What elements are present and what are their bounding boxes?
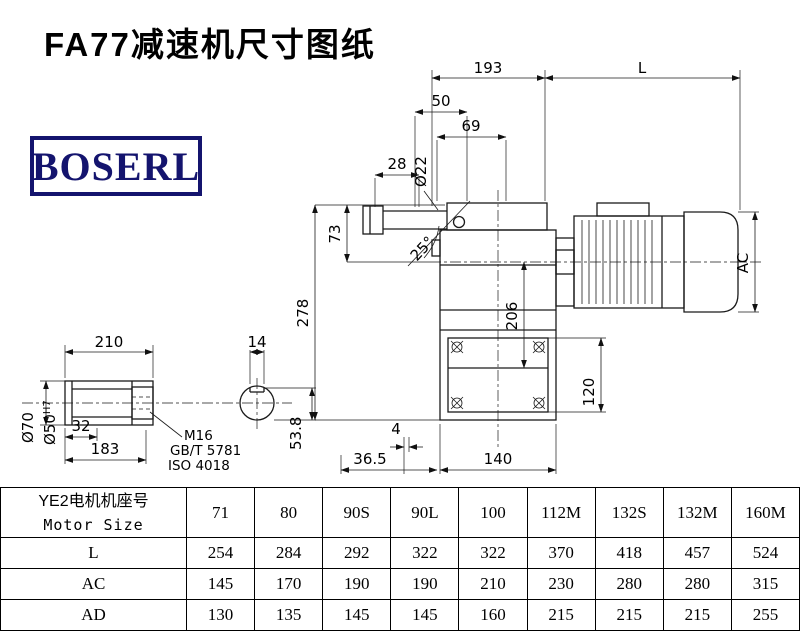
value-cell: 280 [662,568,732,600]
dim-32-label: 32 [71,417,90,435]
value-cell: 215 [662,599,732,631]
boserl-logo: BOSERL [30,136,202,196]
value-cell: 255 [730,599,800,631]
value-cell: 145 [185,568,256,600]
value-cell: 284 [254,537,324,569]
dim-L-label: L [638,59,647,77]
dimension-lines [43,75,758,473]
value-cell: 145 [390,599,460,631]
value-cell: 215 [594,599,664,631]
dim-120-label: 120 [580,378,598,407]
value-cell: 210 [458,568,528,600]
dim-210-label: 210 [95,333,124,351]
size-header-cell: 100 [458,487,528,538]
dim-o70-label: Ø70 [19,412,37,443]
dim-73-label: 73 [326,224,344,243]
value-cell: 254 [185,537,256,569]
size-header-cell: 132M [662,487,732,538]
value-cell: 322 [390,537,460,569]
dim-53-8-label: 53.8 [287,417,305,450]
dim-o22-label: Ø22 [412,156,430,187]
value-cell: 145 [322,599,392,631]
dim-206-label: 206 [503,302,521,331]
motor-outline [555,202,739,313]
extension-lines [40,70,759,474]
dim-50-label: 50 [431,92,450,110]
logo-text: BOSERL [31,143,201,189]
page-title: FA77减速机尺寸图纸 [44,26,376,63]
flange-bolt-holes [450,340,546,410]
dim-o50-text: Ø50 [41,414,59,445]
dim-69-label: 69 [461,117,480,135]
shaft-section-circle [239,385,275,421]
dim-36-5-label: 36.5 [353,450,386,468]
value-cell: 230 [526,568,596,600]
row-label-cell: AC [0,568,187,600]
note-gbt-label: GB/T 5781 [170,443,241,459]
table-corner-cell: YE2电机机座号 Motor Size [0,487,187,538]
dimension-labels: 193 L 50 69 28 Ø22 25° 73 278 206 AC 120… [19,59,752,474]
value-cell: 215 [526,599,596,631]
dim-28-label: 28 [387,155,406,173]
size-header-cell: 112M [526,487,596,538]
note-m16-label: M16 [184,428,213,444]
value-cell: 292 [322,537,392,569]
dim-14-label: 14 [247,333,266,351]
note-iso-label: ISO 4018 [168,458,230,474]
value-cell: 524 [730,537,800,569]
value-cell: 280 [594,568,664,600]
dim-140-label: 140 [484,450,513,468]
header-en: Motor Size [43,515,144,534]
size-header-cell: 160M [730,487,800,538]
table-row-L: L 254 284 292 322 322 370 418 457 524 [0,537,800,569]
value-cell: 190 [390,568,460,600]
row-label-cell: AD [0,599,187,631]
value-cell: 130 [185,599,256,631]
table-row-AD: AD 130 135 145 145 160 215 215 215 255 [0,599,800,631]
table-header-row: YE2电机机座号 Motor Size 71 80 90S 90L 100 11… [0,487,800,538]
size-header-cell: 71 [185,487,256,538]
header-cn: YE2电机机座号 [38,492,149,510]
dim-25deg-label: 25° [407,233,438,265]
dim-193-label: 193 [474,59,503,77]
size-header-cell: 132S [594,487,664,538]
dim-183-label: 183 [91,440,120,458]
size-header-cell: 90S [322,487,392,538]
dim-o50h7-label: Ø50H7 [41,400,59,445]
dim-AC-label: AC [734,253,752,273]
value-cell: 160 [458,599,528,631]
value-cell: 315 [730,568,800,600]
technical-drawing: 193 L 50 69 28 Ø22 25° 73 278 206 AC 120… [19,59,762,474]
value-cell: 418 [594,537,664,569]
dim-278-label: 278 [294,299,312,328]
value-cell: 322 [458,537,528,569]
value-cell: 190 [322,568,392,600]
value-cell: 370 [526,537,596,569]
value-cell: 170 [254,568,324,600]
dim-h7-text: H7 [42,400,53,414]
size-header-cell: 80 [254,487,324,538]
value-cell: 457 [662,537,732,569]
table-row-AC: AC 145 170 190 190 210 230 280 280 315 [0,568,800,600]
row-label-cell: L [0,537,187,569]
size-header-cell: 90L [390,487,460,538]
dim-4-label: 4 [391,420,401,438]
dimension-table: YE2电机机座号 Motor Size 71 80 90S 90L 100 11… [0,487,800,631]
value-cell: 135 [254,599,324,631]
output-shaft-detail [64,380,183,438]
gearbox-outline [362,200,557,421]
